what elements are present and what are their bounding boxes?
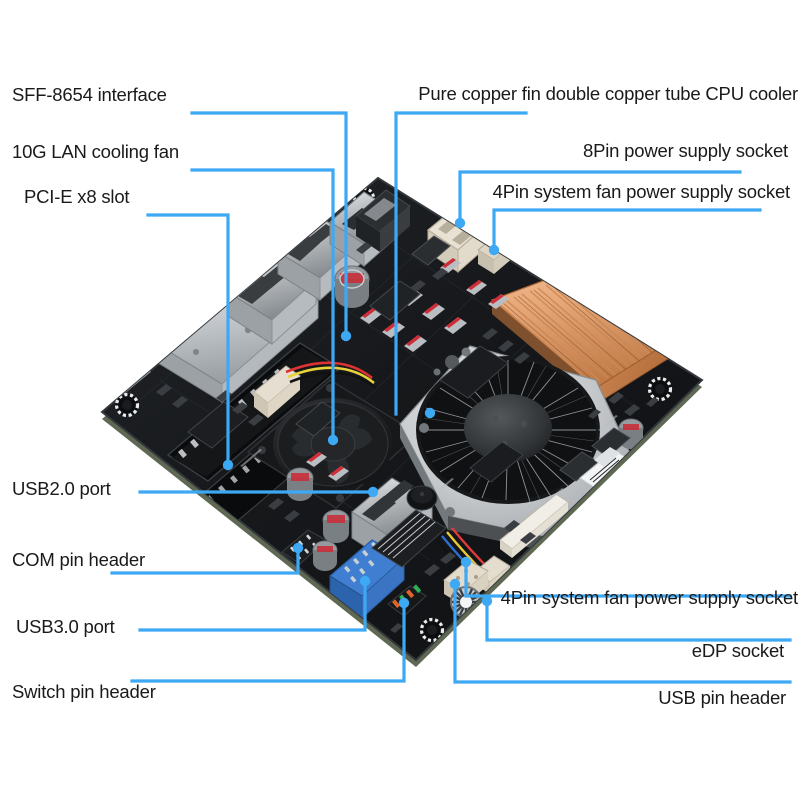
dot-lan-fan: [327, 434, 339, 446]
leader-cpu-cooler: [394, 111, 528, 416]
label-usb20-port: USB2.0 port: [12, 478, 111, 499]
dot-com: [292, 542, 304, 554]
leader-4pin-top: [492, 208, 762, 254]
dot-usb-header: [449, 578, 461, 590]
usb3-pin-header: [328, 539, 406, 620]
leader-usb-header: [453, 585, 792, 684]
capacitors: [286, 258, 644, 571]
dot-sff8654: [340, 330, 352, 342]
com-pin-header: [281, 529, 327, 565]
label-8pin-power-socket: 8Pin power supply socket: [583, 140, 788, 161]
dot-switch: [398, 597, 410, 609]
silkscreen-marks: [240, 415, 618, 507]
leader-pcie: [146, 213, 230, 464]
leader-anchor-dots: [222, 217, 500, 609]
cpu-cooler-blower-fan: [399, 345, 640, 554]
dot-edp: [481, 595, 493, 607]
leader-4pin-bottom: [464, 563, 792, 598]
leader-switch: [130, 604, 406, 683]
label-edp-socket: eDP socket: [691, 640, 784, 661]
dot-usb30: [359, 575, 371, 587]
smd-components: [156, 222, 659, 633]
dot-8pin: [454, 217, 466, 229]
label-usb-pin-header: USB pin header: [658, 687, 786, 708]
buzzer: [406, 485, 438, 511]
label-10g-lan-cooling-fan: 10G LAN cooling fan: [12, 141, 179, 162]
label-4pin-system-fan-bottom: 4Pin system fan power supply socket: [500, 587, 799, 608]
leader-edp: [485, 602, 792, 642]
leader-lan-fan: [190, 168, 335, 438]
dot-pcie: [222, 459, 234, 471]
label-switch-pin-header: Switch pin header: [12, 681, 156, 702]
dot-cpu-cooler: [424, 407, 436, 419]
label-cpu-cooler: Pure copper fin double copper tube CPU c…: [418, 83, 798, 104]
leader-lines: [110, 111, 792, 684]
label-com-pin-header: COM pin header: [12, 549, 145, 570]
dot-4pin-bottom: [460, 556, 472, 568]
integrated-circuits: [187, 280, 524, 568]
label-pcie-x8-slot: PCI-E x8 slot: [24, 186, 130, 207]
leader-8pin: [458, 170, 742, 226]
dot-usb20: [367, 486, 379, 498]
label-4pin-system-fan-top: 4Pin system fan power supply socket: [492, 181, 791, 202]
leader-com: [110, 549, 300, 575]
leader-usb30: [138, 582, 367, 632]
label-sff8654: SFF-8654 interface: [12, 84, 167, 105]
leader-sff8654: [190, 111, 348, 338]
label-usb30-port: USB3.0 port: [16, 616, 115, 637]
dot-4pin-top: [488, 244, 500, 256]
